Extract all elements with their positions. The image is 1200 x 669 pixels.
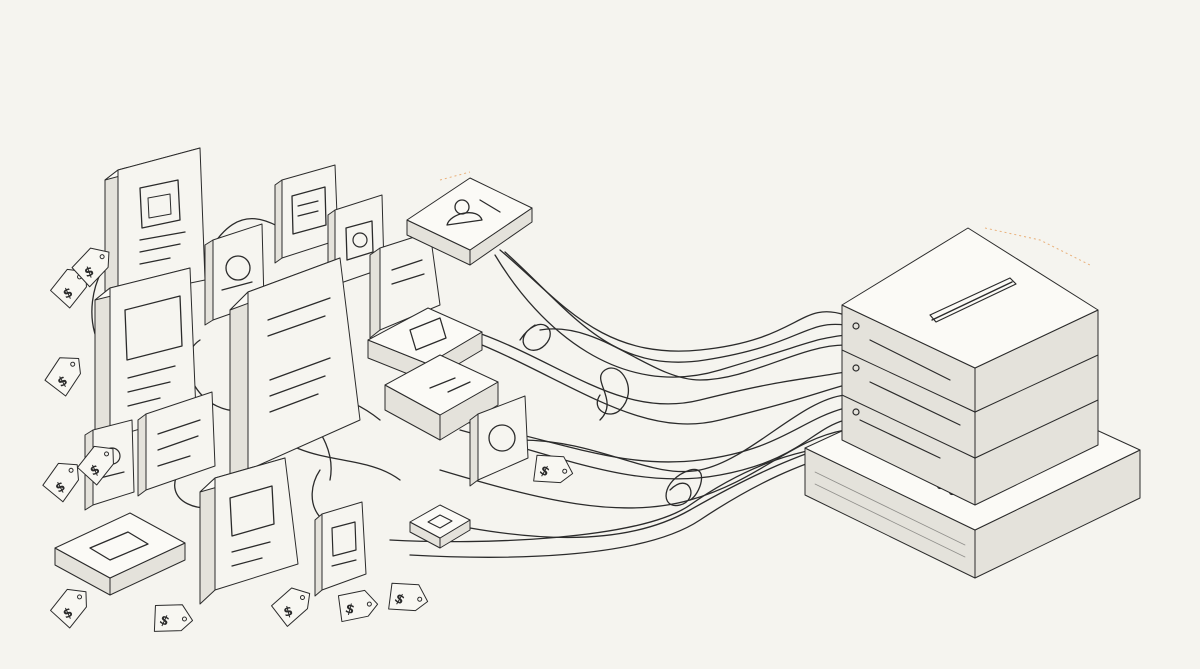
price-tag: $ — [71, 247, 110, 288]
device-tablet-b — [94, 267, 197, 451]
svg-text:$: $ — [282, 604, 295, 621]
svg-text:$: $ — [343, 601, 356, 618]
device-square-b — [274, 164, 339, 264]
price-tag: $ — [50, 588, 87, 629]
device-group — [54, 147, 533, 605]
device-tablet-a — [104, 147, 206, 309]
device-square-f — [137, 391, 216, 497]
price-tag: $ — [533, 454, 574, 484]
device-tablet-c — [229, 257, 361, 489]
cable-bundle — [91, 218, 846, 558]
price-tag-group: $ $ $ $ $ $ $ — [42, 247, 574, 632]
device-square-d — [469, 395, 529, 487]
price-tag: $ — [388, 582, 429, 612]
device-chip — [409, 504, 471, 549]
device-layered-hub — [367, 307, 499, 441]
price-tag: $ — [42, 462, 79, 503]
price-tag: $ — [44, 357, 81, 397]
device-flat-pad — [54, 512, 186, 596]
price-tag: $ — [337, 589, 379, 623]
price-tag: $ — [77, 445, 114, 486]
device-tablet-f — [314, 501, 367, 597]
price-tag: $ — [271, 587, 311, 627]
device-tablet-d — [369, 231, 441, 339]
price-tag: $ — [153, 604, 194, 632]
device-tablet-e — [199, 457, 299, 605]
device-user-hub — [406, 171, 533, 266]
server-stack — [804, 227, 1141, 579]
